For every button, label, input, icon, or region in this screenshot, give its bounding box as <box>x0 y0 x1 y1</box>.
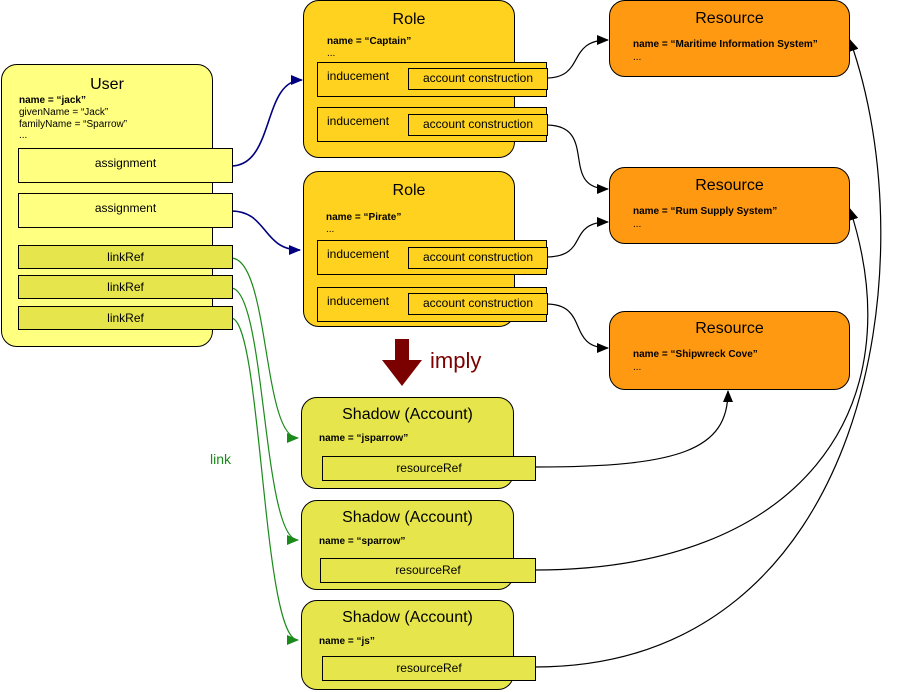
link-arrow-sparrow <box>230 287 299 545</box>
shadow-title: Shadow (Account) <box>342 406 473 423</box>
link-arrow-jsparrow <box>230 257 299 443</box>
assignment-label: assignment <box>94 201 157 215</box>
resource-title: Resource <box>695 10 764 27</box>
role-ellipsis: ... <box>326 224 335 235</box>
linkref-label: linkRef <box>107 250 144 264</box>
resource-box-maritime: Resource name = “Maritime Information Sy… <box>609 0 850 77</box>
shadow-box-js: Shadow (Account) name = “js” resourceRef <box>301 600 536 690</box>
linkref-slot-2[interactable]: linkRef <box>18 275 233 299</box>
role-name-attr: name = “Captain” <box>327 36 412 47</box>
user-name-attr: name = “jack” <box>19 95 86 106</box>
resource-ref-slot-jsparrow[interactable]: resourceRef <box>322 456 536 481</box>
shadow-box-sparrow: Shadow (Account) name = “sparrow” resour… <box>301 500 536 590</box>
role-box-captain: Role name = “Captain” ... inducement acc… <box>303 0 548 158</box>
construction-arrow-captain-maritime <box>545 35 609 79</box>
link-arrow-js <box>230 317 299 645</box>
resource-ref-slot-sparrow[interactable]: resourceRef <box>320 558 536 583</box>
shadow-name-attr: name = “jsparrow” <box>319 433 409 444</box>
construction-arrow-pirate-shipwreck <box>545 303 609 353</box>
inducement-slot-pirate-2[interactable]: inducement <box>317 287 547 322</box>
inducement-label: inducement <box>327 114 390 128</box>
resource-ellipsis: ... <box>633 362 642 373</box>
user-givenname-attr: givenName = “Jack” <box>19 107 109 118</box>
resource-name-attr: name = “Rum Supply System” <box>633 206 778 217</box>
inducement-label: inducement <box>327 69 390 83</box>
imply-label: imply <box>430 348 482 373</box>
linkref-slot-3[interactable]: linkRef <box>18 306 233 330</box>
account-construction-pirate-1[interactable]: account construction <box>408 247 548 269</box>
linkref-slot-1[interactable]: linkRef <box>18 245 233 269</box>
resource-title: Resource <box>695 177 764 194</box>
account-construction-pirate-2[interactable]: account construction <box>408 293 548 315</box>
resource-ref-arrow-jsparrow <box>534 390 733 468</box>
shadow-box-jsparrow: Shadow (Account) name = “jsparrow” resou… <box>301 397 536 489</box>
assignment-slot-1[interactable]: assignment <box>18 148 233 183</box>
user-ellipsis: ... <box>19 130 28 141</box>
role-ellipsis: ... <box>327 48 336 59</box>
inducement-label: inducement <box>327 247 390 261</box>
link-label: link <box>210 451 232 467</box>
user-familyname-attr: familyName = “Sparrow” <box>19 119 128 130</box>
account-construction-captain-2[interactable]: account construction <box>408 114 548 136</box>
resource-ref-arrow-sparrow <box>534 208 869 571</box>
construction-arrow-pirate-rum <box>545 217 609 258</box>
resource-name-attr: name = “Shipwreck Cove” <box>633 349 758 360</box>
resource-title: Resource <box>695 320 764 337</box>
resource-name-attr: name = “Maritime Information System” <box>633 39 818 50</box>
linkref-label: linkRef <box>107 280 144 294</box>
resource-ref-arrow-js <box>534 39 882 668</box>
inducement-label: inducement <box>327 294 390 308</box>
role-box-pirate: Role name = “Pirate” ... inducement acco… <box>303 171 548 327</box>
shadow-title: Shadow (Account) <box>342 509 473 526</box>
resource-ellipsis: ... <box>633 219 642 230</box>
assignment-label: assignment <box>94 156 157 170</box>
shadow-name-attr: name = “sparrow” <box>319 536 406 547</box>
imply-arrow <box>382 339 422 386</box>
shadow-name-attr: name = “js” <box>319 636 375 647</box>
role-name-attr: name = “Pirate” <box>326 212 402 223</box>
shadow-title: Shadow (Account) <box>342 609 473 626</box>
resource-ellipsis: ... <box>633 52 642 63</box>
user-box: User name = “jack” givenName = “Jack” fa… <box>1 64 233 347</box>
role-title: Role <box>392 182 426 199</box>
role-title: Role <box>392 11 426 28</box>
assignment-arrow-pirate <box>230 210 301 255</box>
resource-box-shipwreck: Resource name = “Shipwreck Cove” ... <box>609 311 850 390</box>
account-construction-captain-1[interactable]: account construction <box>408 68 548 90</box>
construction-arrow-captain-rum <box>545 124 609 194</box>
resource-box-rum: Resource name = “Rum Supply System” ... <box>609 167 850 244</box>
user-title: User <box>90 76 124 93</box>
resource-ref-slot-js[interactable]: resourceRef <box>322 656 536 681</box>
assignment-slot-2[interactable]: assignment <box>18 193 233 228</box>
linkref-label: linkRef <box>107 311 144 325</box>
assignment-arrow-captain <box>230 75 303 167</box>
